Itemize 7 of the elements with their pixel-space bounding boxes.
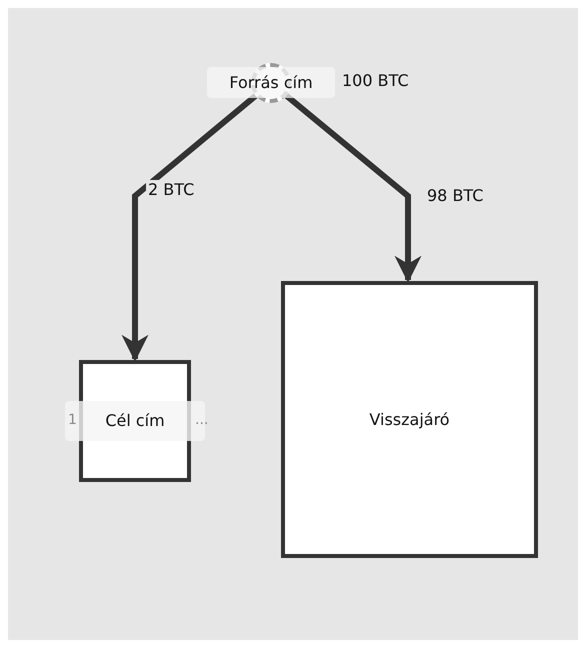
node-label: Cél cím [104, 410, 166, 432]
faded-text: 1 [68, 412, 77, 428]
faded-text: ... [195, 412, 208, 428]
process-box [281, 281, 538, 558]
node-label: Visszajáró [368, 410, 451, 428]
node-label: Forrás cím [207, 67, 335, 98]
amount-label: 100 BTC [342, 71, 409, 90]
